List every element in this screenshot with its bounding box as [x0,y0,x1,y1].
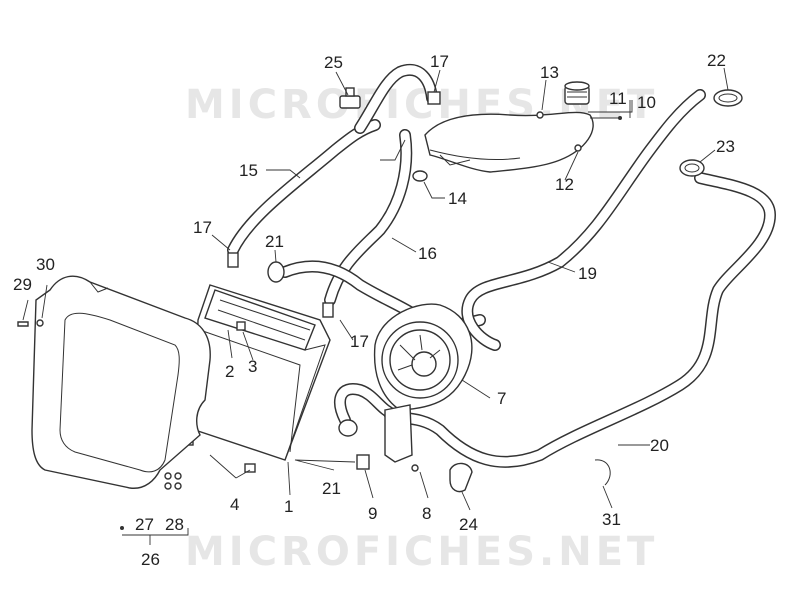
hose-lower-elbow [334,383,401,426]
callout-29: 29 [13,275,32,294]
small-screw-12 [574,144,582,152]
callout-30: 30 [36,255,55,274]
callout-21-upper: 21 [265,232,284,251]
leader-lines [22,67,729,545]
callout-17-top: 17 [430,52,449,71]
hose-clamp-23 [679,159,705,177]
callout-22: 22 [707,51,726,70]
hose-19 [461,89,706,351]
hose-upper-loop [354,64,438,134]
callout-9: 9 [368,504,377,523]
callout-10: 10 [637,93,656,112]
callout-17-mid: 17 [193,218,212,237]
callout-19: 19 [578,264,597,283]
callout-4: 4 [230,495,239,514]
connector-17-top [427,91,441,105]
cooling-fan [373,303,473,411]
callout-31: 31 [602,510,621,529]
callout-3: 3 [248,357,257,376]
washers-27-28 [164,472,182,490]
radiator [194,284,331,461]
callout-16: 16 [418,244,437,263]
connector-17-mid [227,252,239,268]
callout-28: 28 [165,515,184,534]
clip-9 [356,454,370,470]
hose-clamp-21-lower [338,419,358,437]
callout-24: 24 [459,515,478,534]
callout-21-lower: 21 [322,479,341,498]
callout-12: 12 [555,175,574,194]
washer-30 [36,319,44,327]
callout-23: 23 [716,137,735,156]
watermark-bottom: MICROFICHES.NET [185,529,658,575]
hose-20 [384,172,777,468]
screw-29 [17,321,29,327]
hose-15 [227,119,381,256]
expansion-tank [424,111,594,173]
callout-25: 25 [324,53,343,72]
callout-11: 11 [609,89,627,108]
screw-8 [411,464,419,472]
fan-bracket [384,404,413,463]
callout-7: 7 [497,389,506,408]
hose-clamp-22 [713,89,743,107]
callout-15: 15 [239,161,258,180]
filler-cap-11 [564,81,590,105]
grommet-14 [412,170,428,182]
radiator-cover [31,275,211,489]
callout-13: 13 [540,63,559,82]
small-screw-13 [536,111,544,119]
callout-labels: 25 17 13 11 10 22 23 15 12 14 17 21 16 1… [13,51,735,569]
callout-8: 8 [422,504,431,523]
hose-clamp-31 [594,459,611,486]
bracket-25 [339,87,361,109]
clip-24 [449,462,473,493]
hose-clamp-21-upper [267,261,285,283]
callout-1: 1 [284,497,293,516]
callout-2: 2 [225,362,234,381]
callout-17-low: 17 [350,332,369,351]
callout-20: 20 [650,436,669,455]
callout-26: 26 [141,550,160,569]
callout-14: 14 [448,189,467,208]
callout-27: 27 [135,515,154,534]
connector-17-low [322,302,334,318]
